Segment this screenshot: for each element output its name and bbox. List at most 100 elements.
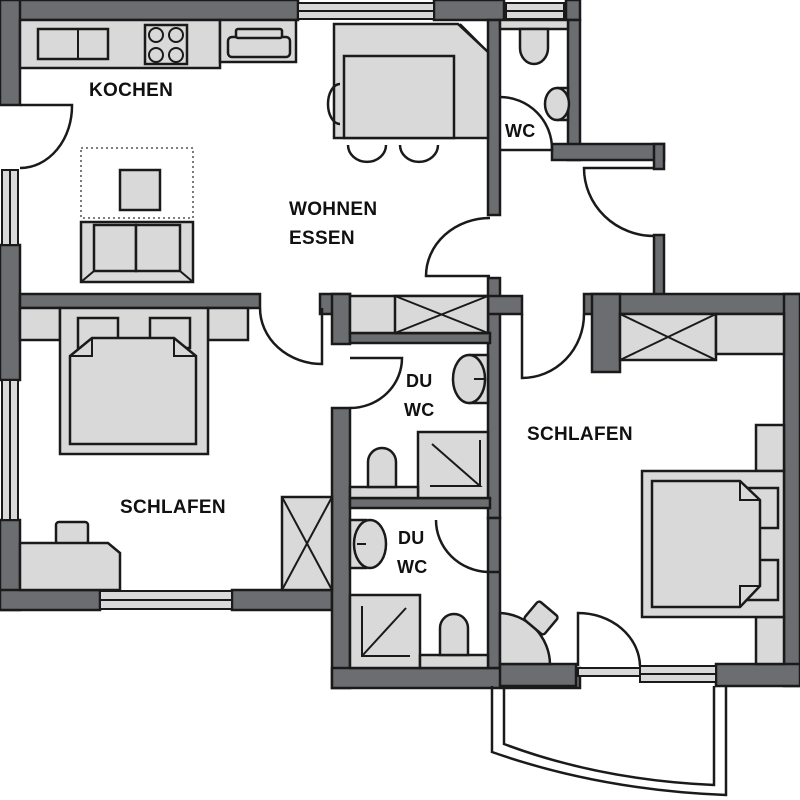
bath2-door-icon: [434, 519, 500, 574]
wc-door-icon: [499, 95, 554, 152]
sofa-cushion: [92, 223, 138, 273]
wardrobe-cross: [281, 496, 333, 591]
wall-kitchen-bedroom: [18, 292, 262, 310]
bench-corner: [459, 23, 487, 51]
toilet-icon: [518, 27, 550, 66]
sofa-edge: [179, 270, 194, 283]
wall-bedroom-right: [782, 292, 800, 688]
window-bedroom-right-bottom: [639, 665, 717, 675]
wc-sink-icon: [543, 86, 571, 122]
window-top-living-pane: [297, 10, 435, 20]
nightstand-icon: [754, 615, 786, 666]
room-label-schlafen-left: SCHLAFEN: [120, 497, 226, 518]
wall-bedroom-bottom-right: [714, 662, 800, 688]
corridor-door-icon: [424, 216, 491, 278]
window-top-living: [297, 2, 435, 12]
entry-door-icon: [19, 103, 74, 170]
dining-table-icon: [342, 54, 456, 140]
sink-icon: [36, 27, 110, 61]
desk-chair-icon: [54, 520, 90, 546]
burner-icon: [168, 27, 184, 43]
duvet-fold: [739, 585, 760, 607]
window-bedroom-right-bottom-pane: [639, 673, 717, 683]
bed-duvet-icon: [68, 336, 198, 446]
sofa-cushion: [134, 223, 182, 273]
room-label-wohnen: WOHNEN: [289, 199, 378, 220]
right-corridor-door-icon: [582, 166, 655, 238]
room-label-kochen: KOCHEN: [89, 80, 174, 101]
bath2-toilet-icon: [438, 612, 470, 657]
bath2-shelf: [418, 653, 490, 670]
wc-shelf: [498, 18, 570, 31]
wall-bedroom-bottom-1: [0, 588, 102, 612]
wall-bath1-top: [348, 331, 492, 345]
duvet-fold: [739, 481, 760, 501]
window-left-bedroom-pane: [9, 379, 19, 521]
window-top-wc: [505, 2, 565, 12]
burner-icon: [148, 47, 164, 63]
burner-icon: [168, 47, 184, 63]
nightstand-icon: [206, 306, 250, 342]
balcony-inner: [502, 686, 716, 787]
wall-bedroom-bottom-2: [230, 588, 334, 612]
wall-bedroom-bottom-left: [498, 662, 578, 688]
room-label-bath1-wc: WC: [404, 400, 435, 420]
wall-top-mid: [432, 0, 506, 22]
wall-wc-left: [486, 18, 502, 217]
coffee-table-icon: [118, 168, 162, 212]
side-table-icon: [523, 600, 559, 636]
duvet-fold: [173, 338, 196, 357]
room-label-essen: ESSEN: [289, 228, 355, 249]
wall-left-1: [0, 0, 22, 107]
wall-top-right: [564, 0, 582, 22]
desk-icon: [18, 541, 122, 592]
burner-icon: [148, 27, 164, 43]
window-bedroom-bottom-pane: [99, 599, 233, 610]
wall-corridor-stub: [486, 294, 524, 316]
chair-icon: [346, 144, 388, 164]
bedroom-right-door-icon: [520, 313, 586, 380]
bath1-toilet-icon: [366, 446, 398, 489]
room-label-bath2-wc: WC: [397, 557, 428, 577]
stove-icon: [143, 23, 189, 66]
window-left-kitchen: [1, 169, 11, 246]
bath2-sink-icon: [352, 518, 388, 570]
shower-lines: [361, 606, 410, 657]
chair-icon: [326, 82, 341, 126]
wall-corridor-right-top: [652, 142, 666, 171]
shelf-icon: [714, 312, 786, 356]
wall-bath-left-top: [330, 292, 352, 346]
wall-bath-divider: [348, 496, 492, 510]
sofa-edge: [80, 270, 95, 283]
chair-icon: [398, 144, 440, 164]
window-left-kitchen-pane: [9, 169, 19, 246]
bath1-shower-icon: [416, 430, 490, 500]
wall-bath2-right: [486, 516, 502, 670]
room-label-bath2-du: DU: [398, 528, 425, 548]
nightstand-icon: [754, 423, 786, 473]
wall-corridor-right: [652, 233, 666, 299]
window-bedroom-bottom: [99, 590, 233, 601]
shower-lines: [430, 440, 483, 487]
bath1-sink-icon: [451, 353, 487, 405]
room-label-bath1-du: DU: [406, 371, 433, 391]
balcony-door-sill: [577, 667, 641, 677]
wall-bedroom-pillar: [590, 292, 622, 374]
bath1-shelf: [348, 485, 420, 500]
room-label-schlafen-right: SCHLAFEN: [527, 424, 633, 445]
wall-wc-right: [566, 18, 582, 162]
balcony-outer: [490, 686, 728, 797]
wall-wc-bottom: [550, 142, 666, 162]
window-left-bedroom: [1, 379, 11, 521]
bedroom-left-door-icon: [258, 307, 324, 366]
wall-bath-left: [330, 406, 352, 690]
window-top-wc-pane: [505, 10, 565, 20]
balcony-door-icon: [576, 611, 642, 667]
room-label-wc: WC: [505, 121, 536, 141]
rug-icon: [80, 147, 194, 219]
fridge-top: [234, 27, 284, 40]
duvet-fold: [70, 338, 93, 357]
wall-top-left: [0, 0, 300, 22]
nightstand-icon: [18, 306, 62, 342]
